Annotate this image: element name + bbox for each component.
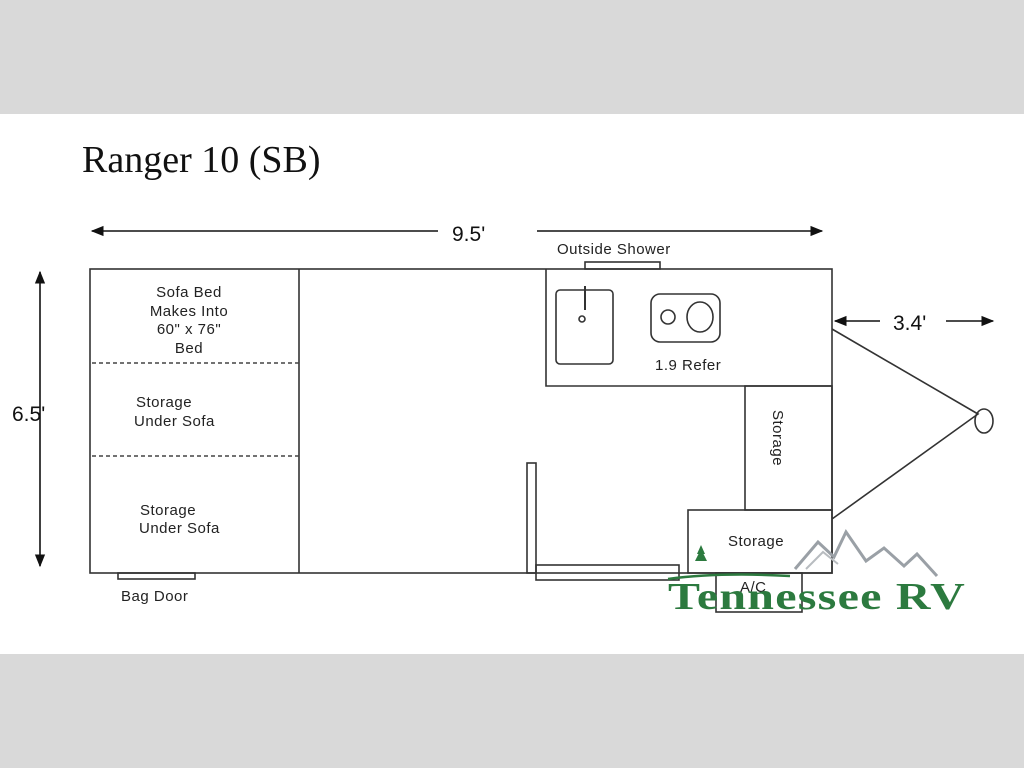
tennessee-rv-logo: Tennessee RV	[667, 529, 966, 618]
door-jamb	[526, 462, 537, 574]
bag-door-marker	[117, 572, 196, 580]
outside-shower-marker	[584, 261, 661, 270]
storage-bottom-label: Storage	[728, 533, 784, 550]
cooktop	[650, 293, 721, 343]
sofa-bed-line-4: Bed	[175, 340, 203, 357]
mountain-ridge-icon	[805, 550, 839, 570]
floorplan-diagram: Ranger 10 (SB) 9.5' 6.5' 3.4' Sofa Bed M…	[12, 139, 995, 618]
entry-door	[535, 564, 680, 581]
hitch-coupler	[974, 408, 994, 434]
logo-swoosh	[667, 573, 791, 581]
storage-sofa-2-line-1: Storage	[140, 502, 196, 519]
sofa-bed-line-2: Makes Into	[150, 303, 228, 320]
kitchen-counter	[545, 269, 832, 387]
sofa-bed-line-3: 60" x 76"	[157, 321, 221, 338]
diagram-title: Ranger 10 (SB)	[82, 139, 321, 181]
length-label: 9.5'	[452, 223, 485, 246]
floorplan-panel: Ranger 10 (SB) 9.5' 6.5' 3.4' Sofa Bed M…	[0, 114, 1024, 654]
storage-sofa-1-line-1: Storage	[136, 394, 192, 411]
storage-sofa-2-line-2: Under Sofa	[139, 520, 220, 537]
width-label: 6.5'	[12, 403, 45, 426]
burner-small	[660, 309, 676, 325]
storage-vertical-label: Storage	[769, 410, 786, 466]
tongue-frame	[831, 328, 980, 520]
ac-unit	[715, 572, 803, 613]
refer-label: 1.9 Refer	[655, 357, 721, 374]
ac-label: A/C	[740, 579, 767, 596]
sofa-bed-line-1: Sofa Bed	[156, 284, 222, 301]
mountain-icon	[793, 529, 939, 578]
outside-shower-label: Outside Shower	[557, 241, 671, 258]
burner-large	[686, 301, 714, 333]
logo-wordmark: Tennessee RV	[668, 576, 966, 618]
storage-cabinet-vertical	[744, 385, 833, 511]
pine-tree-icon	[695, 545, 707, 561]
tongue-label: 3.4'	[893, 312, 926, 335]
sink-drain	[578, 315, 586, 323]
bag-door-label: Bag Door	[121, 588, 188, 605]
storage-sofa-1-line-2: Under Sofa	[134, 413, 215, 430]
